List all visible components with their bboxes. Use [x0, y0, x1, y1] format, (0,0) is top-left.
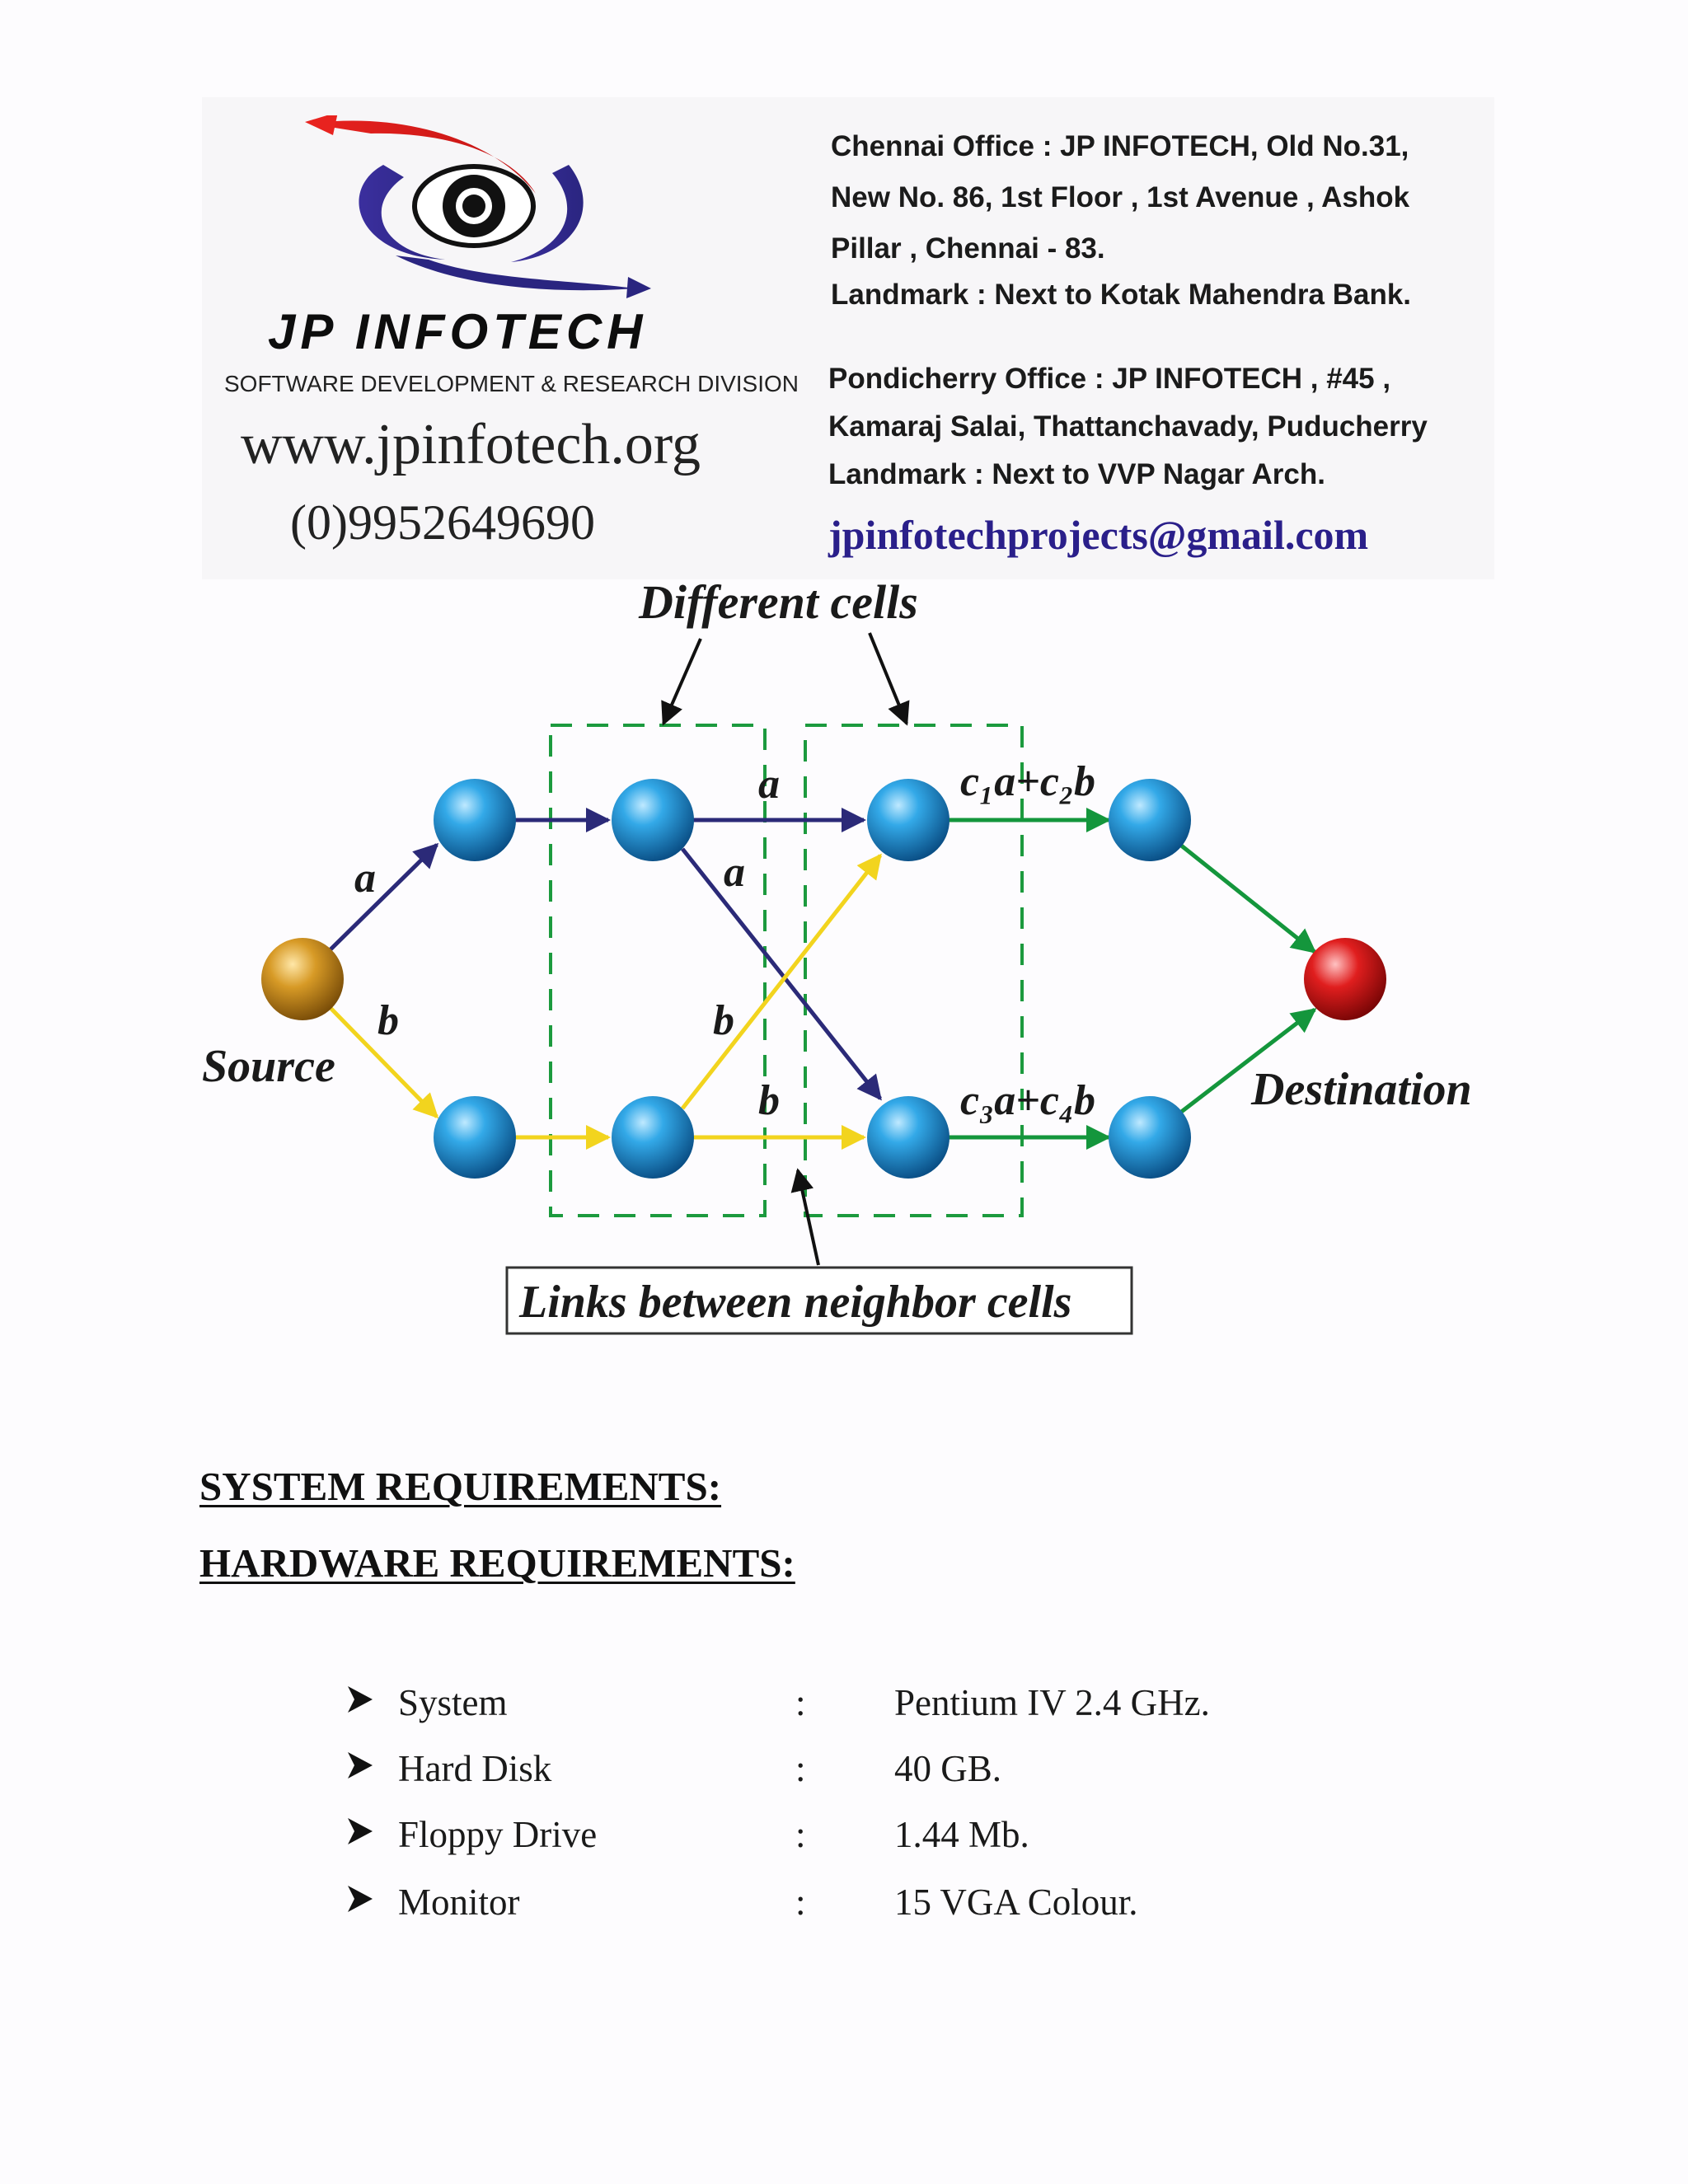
- requirement-label: Hard Disk: [398, 1748, 552, 1789]
- requirement-row: Monitor : 15 VGA Colour.: [346, 1881, 1335, 1930]
- destination-node: [1304, 938, 1386, 1020]
- pondicherry-address-line: Kamaraj Salai, Thattanchavady, Puducherr…: [828, 410, 1428, 443]
- edge-label-b: b: [377, 997, 399, 1044]
- links-caption: Links between neighbor cells: [518, 1277, 1071, 1328]
- chennai-landmark: Landmark : Next to Kotak Mahendra Bank.: [831, 279, 1412, 311]
- division-tagline: SOFTWARE DEVELOPMENT & RESEARCH DIVISION: [224, 371, 799, 396]
- phone-number: (0)9952649690: [290, 495, 595, 550]
- separator: :: [795, 1882, 806, 1923]
- separator: :: [795, 1814, 806, 1855]
- source-label: Source: [202, 1041, 335, 1092]
- hardware-requirements-heading: HARDWARE REQUIREMENTS:: [199, 1540, 795, 1586]
- edge-label-b: b: [758, 1077, 780, 1124]
- source-node: [261, 938, 344, 1020]
- relay-node: [867, 779, 950, 861]
- relay-node: [612, 1096, 694, 1179]
- requirement-value: 40 GB.: [894, 1748, 1002, 1789]
- edge-label-a: a: [724, 849, 745, 896]
- edge-label-a: a: [354, 855, 376, 902]
- system-requirements-heading: SYSTEM REQUIREMENTS:: [199, 1464, 722, 1509]
- contact-email: jpinfotechprojects@gmail.com: [828, 512, 1369, 558]
- requirement-label: System: [398, 1682, 508, 1723]
- requirement-label: Monitor: [398, 1882, 520, 1923]
- relay-node: [1109, 1096, 1191, 1179]
- requirement-value: 15 VGA Colour.: [894, 1882, 1138, 1923]
- edge-label-b: b: [713, 997, 734, 1044]
- destination-label: Destination: [1250, 1064, 1472, 1115]
- separator: :: [795, 1682, 806, 1723]
- requirement-row: System : Pentium IV 2.4 GHz.: [346, 1681, 1335, 1731]
- links-caption-box: [505, 1266, 1133, 1335]
- cell-box-left: [549, 724, 767, 1217]
- relay-node: [867, 1096, 950, 1179]
- bullet-arrow-icon: [348, 1886, 373, 1912]
- separator: :: [795, 1748, 806, 1789]
- brand-name: JP INFOTECH: [268, 304, 648, 359]
- bullet-arrow-icon: [348, 1752, 373, 1779]
- requirement-label: Floppy Drive: [398, 1814, 598, 1855]
- coded-combo-bottom: c₃a+c₄b: [960, 1077, 1095, 1124]
- requirement-value: Pentium IV 2.4 GHz.: [894, 1682, 1210, 1723]
- requirement-value: 1.44 Mb.: [894, 1814, 1029, 1855]
- pondicherry-landmark: Landmark : Next to VVP Nagar Arch.: [828, 458, 1325, 490]
- chennai-address-line: Chennai Office : JP INFOTECH, Old No.31,: [831, 130, 1409, 162]
- relay-node: [1109, 779, 1191, 861]
- edge-label-a: a: [758, 761, 780, 808]
- relay-node: [612, 779, 694, 861]
- requirement-row: Hard Disk : 40 GB.: [346, 1747, 1335, 1797]
- coded-combo-top: c₁a+c₂b: [960, 758, 1095, 805]
- pondicherry-address-line: Pondicherry Office : JP INFOTECH , #45 ,: [828, 363, 1391, 395]
- bullet-arrow-icon: [348, 1686, 373, 1713]
- website-text: www.jpinfotech.org: [241, 413, 701, 476]
- requirement-row: Floppy Drive : 1.44 Mb.: [346, 1813, 1335, 1863]
- jp-infotech-logo: [305, 115, 651, 298]
- relay-node: [434, 1096, 516, 1179]
- chennai-address-line: New No. 86, 1st Floor , 1st Avenue , Ash…: [831, 181, 1410, 213]
- bullet-arrow-icon: [348, 1818, 373, 1844]
- chennai-address-line: Pillar , Chennai - 83.: [831, 232, 1105, 265]
- network-diagram: Different cells Source Destination a b a…: [202, 575, 1472, 1335]
- cell-box-right: [804, 724, 1024, 1217]
- company-banner: [202, 97, 1494, 579]
- relay-node: [434, 779, 516, 861]
- different-cells-label: Different cells: [638, 575, 918, 629]
